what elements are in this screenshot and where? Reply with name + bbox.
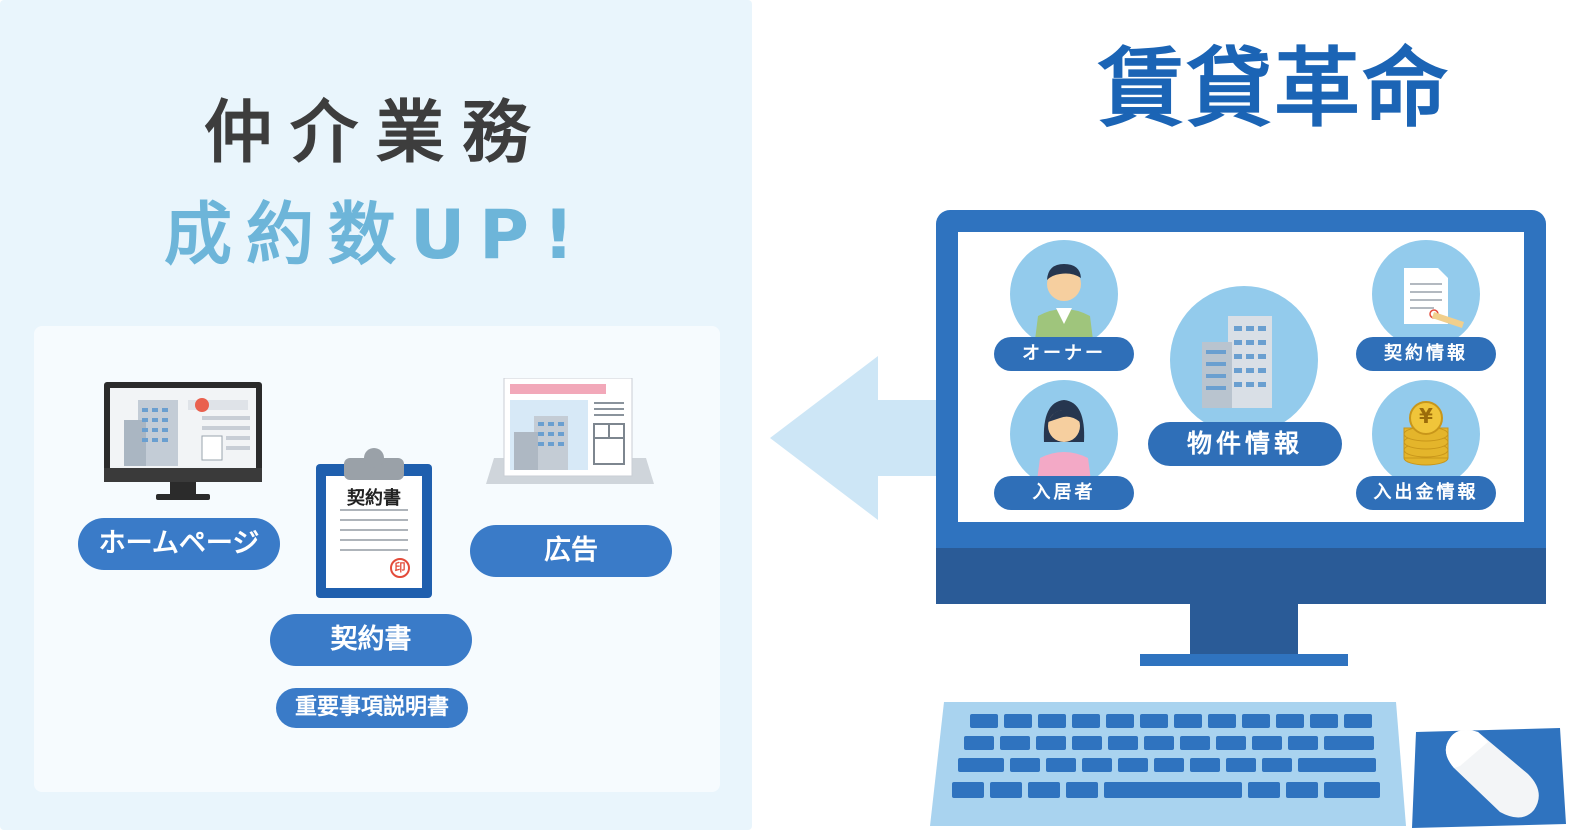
contract-document-icon bbox=[1372, 240, 1480, 348]
mouse-pad-illustration bbox=[1412, 728, 1566, 828]
clipboard-title-text: 契約書 bbox=[347, 488, 401, 509]
label-payment-info: 入出金情報 bbox=[1356, 476, 1496, 510]
yen-symbol: ¥ bbox=[1419, 404, 1433, 428]
label-owner: オーナー bbox=[994, 337, 1134, 371]
label-property-info: 物件情報 bbox=[1148, 422, 1342, 466]
keyboard-illustration bbox=[930, 702, 1406, 826]
coins-icon bbox=[1372, 380, 1480, 488]
arrow-left-icon bbox=[770, 356, 946, 520]
label-contract: 契約書 bbox=[270, 614, 472, 666]
contract-clipboard-illustration bbox=[316, 448, 432, 598]
stamp-text: 印 bbox=[394, 561, 406, 574]
product-title: 賃貸革命 bbox=[1098, 39, 1450, 139]
label-tenant: 入居者 bbox=[994, 476, 1134, 510]
label-contract-info: 契約情報 bbox=[1356, 337, 1496, 371]
owner-avatar-icon bbox=[1010, 240, 1118, 348]
label-ad: 広告 bbox=[470, 525, 672, 577]
homepage-monitor-illustration bbox=[104, 382, 262, 500]
label-homepage: ホームページ bbox=[78, 518, 280, 570]
label-explanation-doc: 重要事項説明書 bbox=[276, 688, 468, 728]
heading-contracts-up: 成約数UP! bbox=[163, 196, 589, 275]
ad-flyer-illustration bbox=[486, 378, 654, 484]
building-icon bbox=[1170, 286, 1318, 434]
heading-brokerage: 仲介業務 bbox=[203, 94, 548, 173]
tenant-avatar-icon bbox=[1010, 380, 1118, 488]
